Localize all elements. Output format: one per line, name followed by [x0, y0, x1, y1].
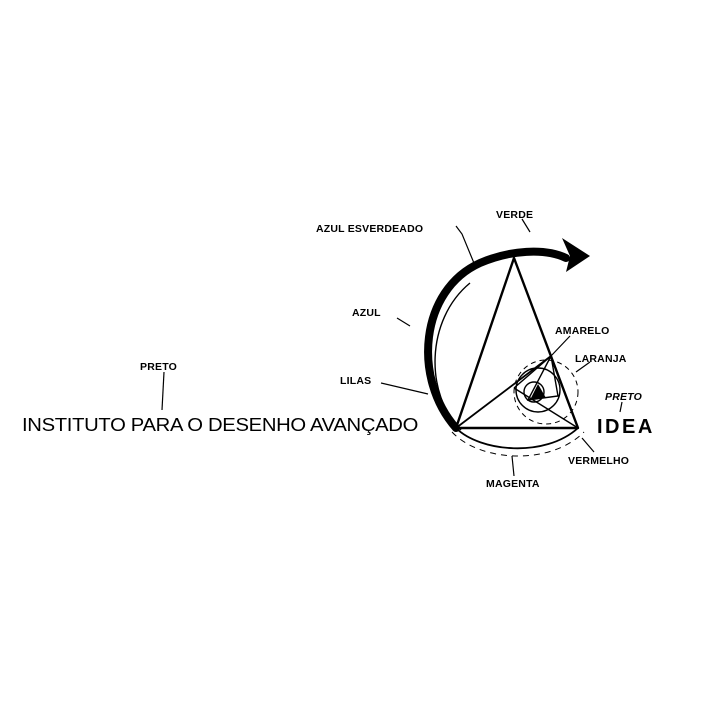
medium-triangle-inner-line-2	[513, 355, 552, 389]
institute-name: INSTITUTO PARA O DESENHO AVANÇADO	[22, 414, 418, 435]
leader-azul-esverdeado	[455, 225, 477, 269]
leader-lilas	[380, 382, 429, 395]
large-triangle	[454, 256, 580, 430]
label-preto-left: PRETO	[140, 361, 177, 373]
label-verde: VERDE	[496, 209, 533, 221]
leader-verde	[521, 218, 531, 233]
arrow-head-icon	[562, 238, 590, 272]
leader-azul	[396, 317, 411, 327]
leader-preto-right	[619, 401, 623, 413]
small-spiral-outer	[513, 359, 579, 425]
label-laranja: LARANJA	[575, 353, 627, 365]
magenta-arc	[455, 427, 579, 450]
inner-thin-arc	[434, 282, 471, 431]
label-azul: AZUL	[352, 307, 381, 319]
leader-vermelho	[581, 437, 595, 453]
logo-text-idea: IDEA	[597, 416, 655, 438]
leader-amarelo	[550, 335, 571, 357]
label-preto-right: PRETO	[605, 391, 642, 403]
small-spiral-inner	[523, 381, 545, 403]
leader-preto-left	[161, 371, 165, 411]
leader-magenta	[511, 455, 515, 477]
label-azul-esverdeado: AZUL ESVERDEADO	[316, 223, 423, 235]
outer-spiral-arc	[424, 247, 570, 432]
label-lilas: LILAS	[340, 375, 371, 387]
tiny-triangle	[530, 384, 546, 400]
label-amarelo: AMARELO	[555, 325, 609, 337]
label-vermelho: VERMELHO	[568, 455, 629, 467]
leader-laranja	[575, 361, 591, 373]
label-magenta: MAGENTA	[486, 478, 540, 490]
small-spiral-mid	[515, 367, 561, 413]
medium-triangle	[455, 355, 579, 429]
magenta-arc-dashed	[451, 431, 585, 457]
